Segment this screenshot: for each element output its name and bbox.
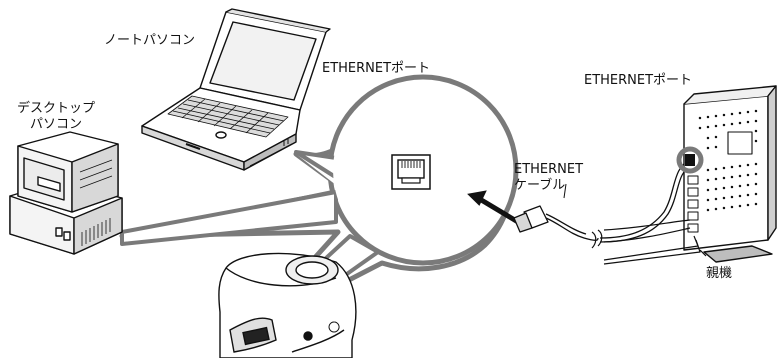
arrow-left-up-icon bbox=[467, 190, 520, 225]
notebook-pc bbox=[141, 8, 331, 171]
label-ethernet-port-right: ETHERNETポート bbox=[584, 73, 693, 88]
label-notebook-pc: ノートパソコン bbox=[104, 33, 196, 48]
label-ethernet-port-center: ETHERNETポート bbox=[322, 61, 431, 76]
label-desktop-pc-line2: パソコン bbox=[29, 117, 82, 132]
ethernet-port-icon bbox=[391, 154, 431, 190]
label-ethernet-cable: ETHERNET ケーブル bbox=[514, 162, 583, 194]
label-desktop-pc-line1: デスクトップ bbox=[16, 101, 95, 116]
tail-desktop bbox=[120, 190, 338, 246]
imac-computer bbox=[218, 252, 357, 358]
label-ethernet-cable-line2: ケーブル bbox=[514, 178, 566, 193]
label-parent-unit: 親機 bbox=[706, 266, 733, 281]
label-desktop-pc: デスクトップ パソコン bbox=[10, 101, 102, 133]
label-ethernet-cable-line1: ETHERNET bbox=[514, 162, 584, 177]
port-highlight-ring bbox=[676, 146, 704, 174]
parent-unit bbox=[603, 85, 777, 265]
desktop-pc bbox=[9, 131, 123, 255]
tail-notebook bbox=[294, 150, 339, 180]
